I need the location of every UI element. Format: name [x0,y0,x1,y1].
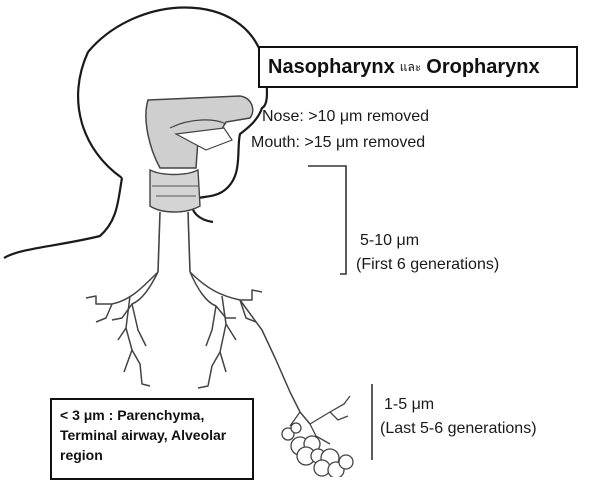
region-title-box: Nasopharynx และ Oropharynx [258,46,578,88]
and-thai-label: และ [400,58,422,77]
bracket-upper [308,166,346,274]
alveolar-clusters [282,423,353,477]
upper-size-label: 5-10 μm [360,232,419,250]
nasopharynx-label: Nasopharynx [268,56,395,79]
alveolar-box-line1: < 3 μm : Parenchyma, [60,405,244,425]
lower-size-label: 1-5 μm [384,396,434,414]
nose-label: Nose: >10 μm removed [262,108,429,126]
upper-generations-label: (First 6 generations) [356,256,499,274]
alveolar-box-line3: region [60,445,244,465]
oropharynx-label: Oropharynx [426,56,539,79]
larynx [150,170,200,212]
lower-generations-label: (Last 5-6 generations) [380,420,537,438]
mouth-label: Mouth: >15 μm removed [251,134,425,152]
alveolar-box-line2: Terminal airway, Alveolar [60,425,244,445]
alveolar-region-box: < 3 μm : Parenchyma, Terminal airway, Al… [50,398,254,480]
trachea [158,212,190,272]
